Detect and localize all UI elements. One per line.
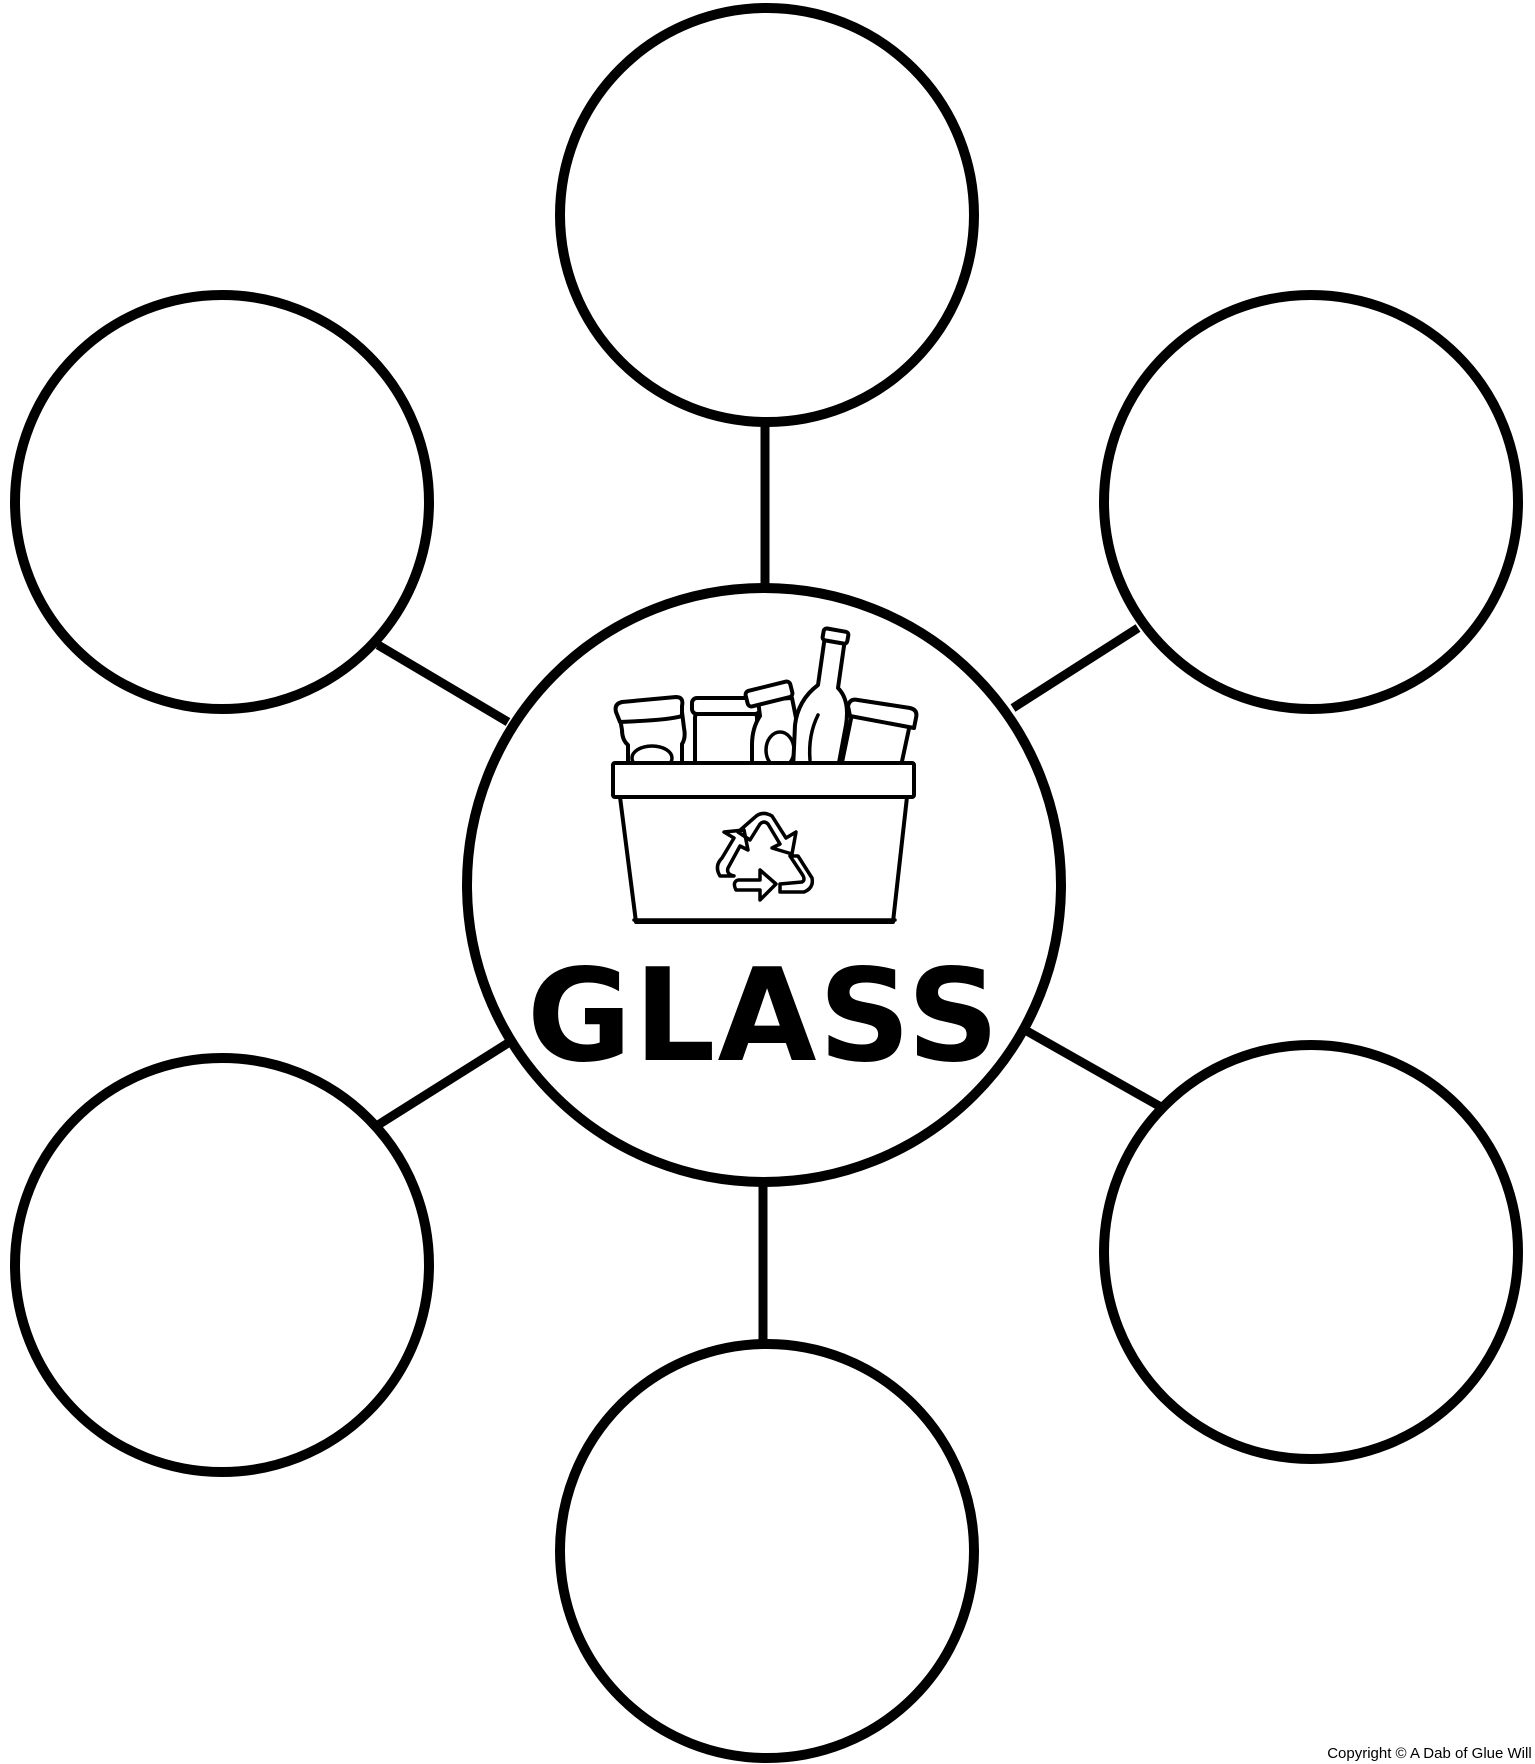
connector-upper-right [1013, 628, 1138, 708]
connector-upper-left [378, 645, 508, 722]
branch-circle-lower-right[interactable] [1104, 1045, 1518, 1459]
branch-circle-top[interactable] [560, 8, 974, 422]
branch-circle-lower-left[interactable] [15, 1058, 429, 1472]
branch-circle-upper-left[interactable] [15, 295, 429, 709]
center-label: GLASS [527, 942, 1001, 1091]
branch-circle-upper-right[interactable] [1104, 295, 1518, 709]
copyright-notice: Copyright © A Dab of Glue Will Do [1327, 1745, 1535, 1762]
connector-lower-left [378, 1043, 508, 1125]
connector-lower-right [1025, 1030, 1168, 1111]
branch-circle-bottom[interactable] [560, 1344, 974, 1758]
